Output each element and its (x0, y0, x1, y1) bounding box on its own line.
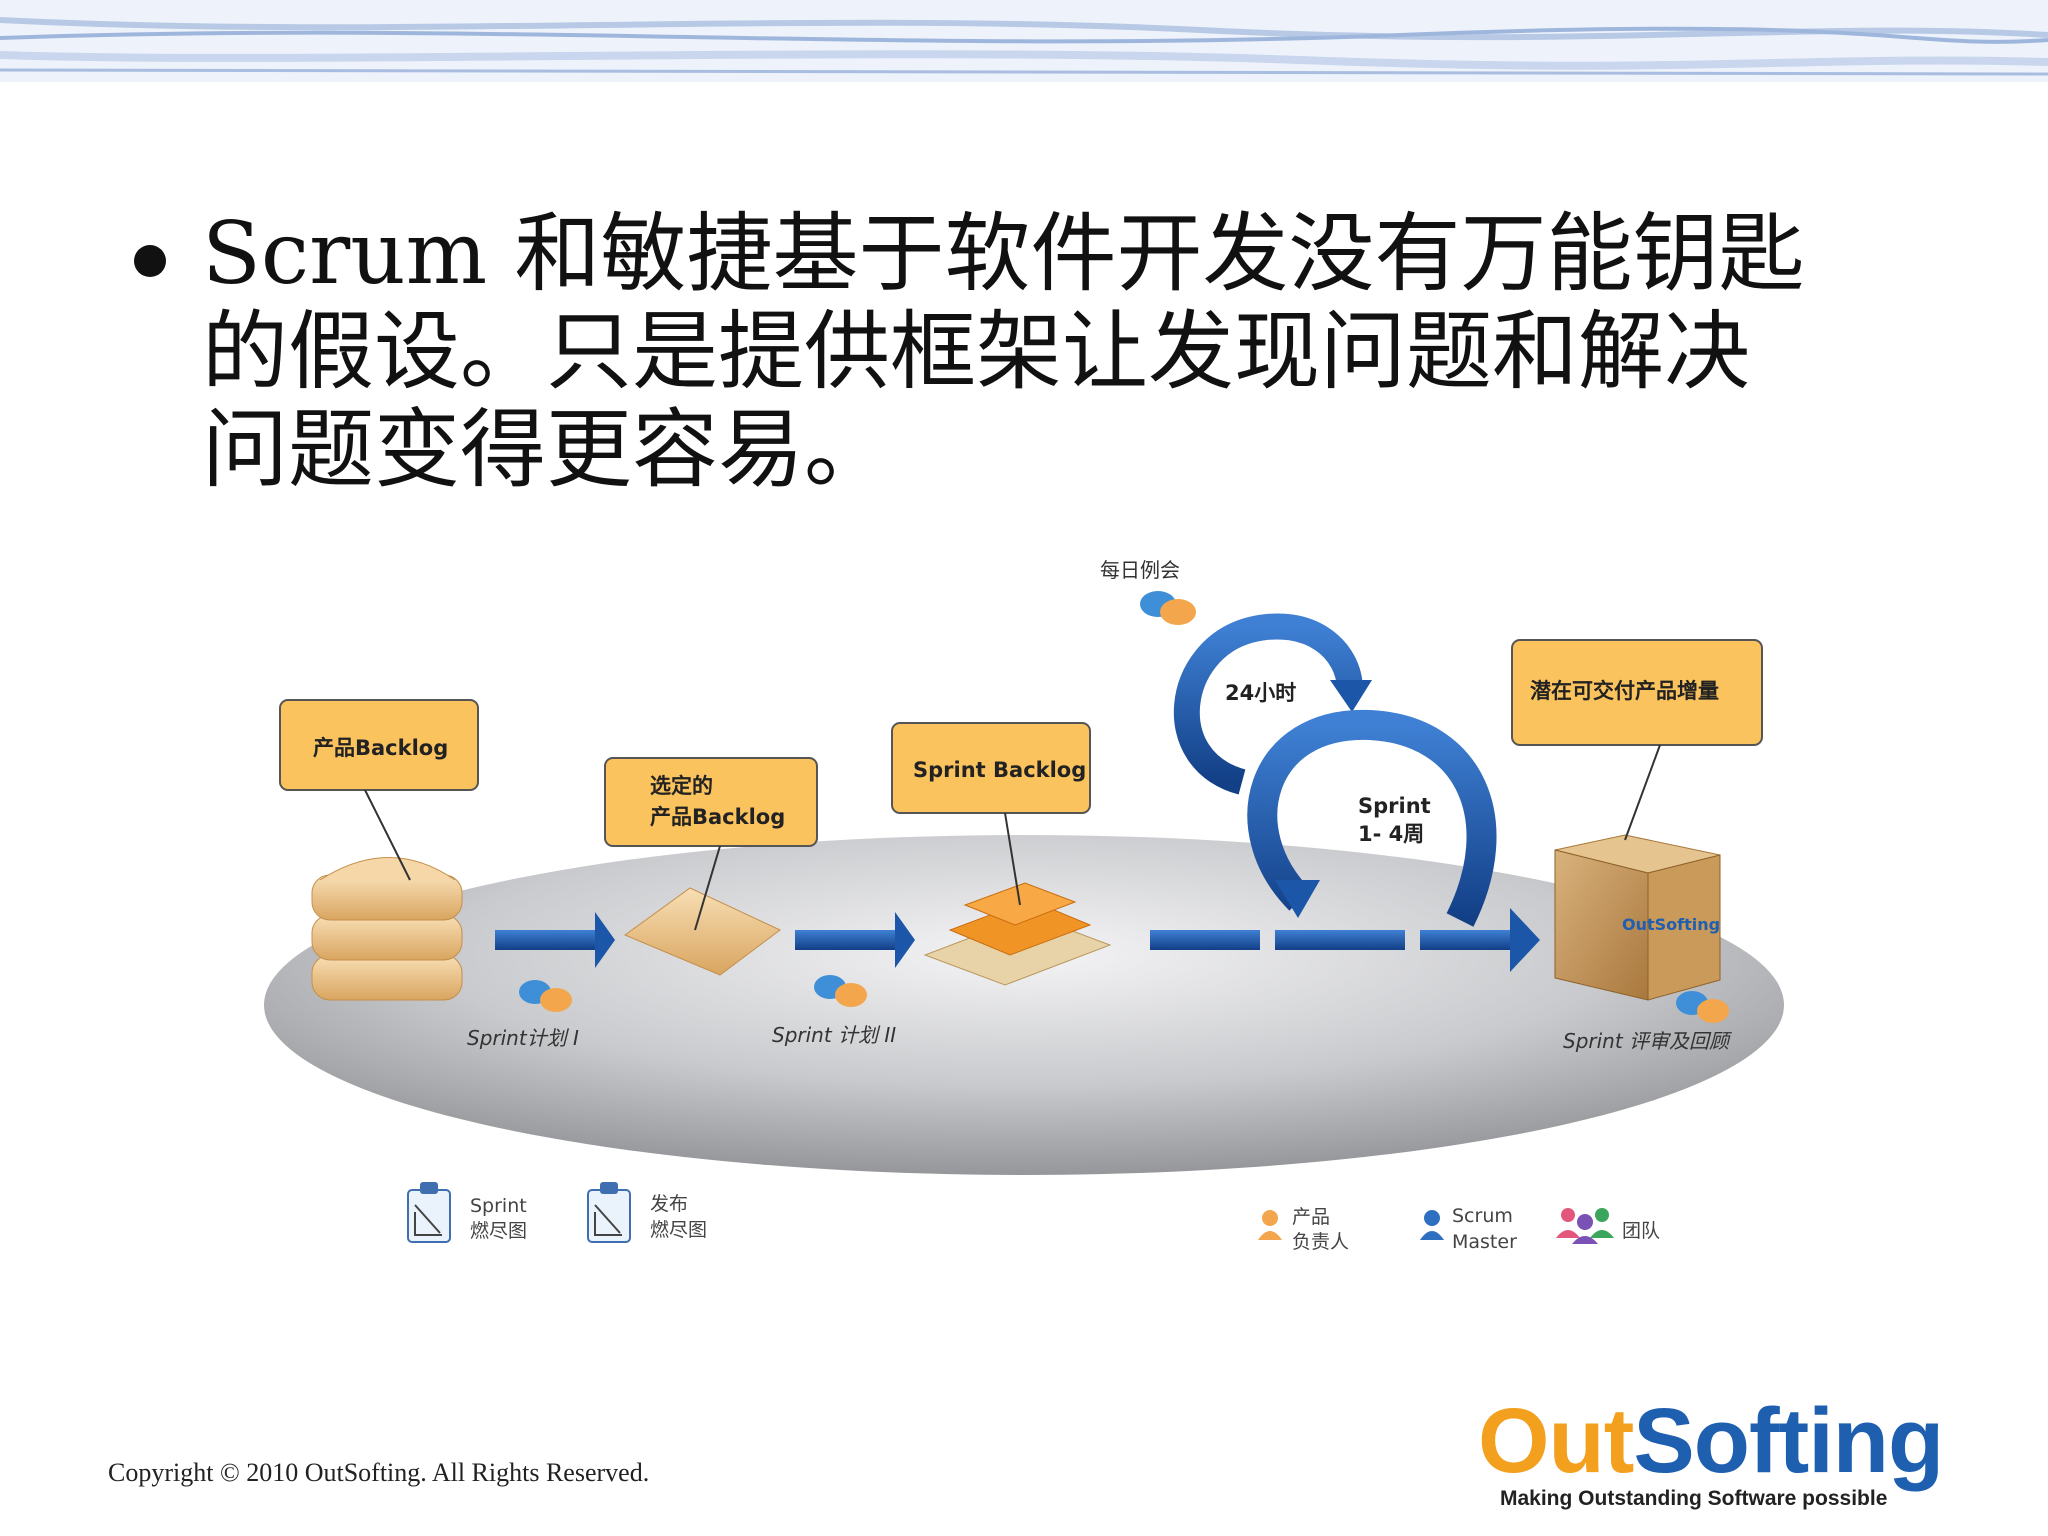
step-planning-2: Sprint 计划 II (772, 1023, 896, 1047)
daily-cycle-arrow (1173, 613, 1372, 795)
callout-selected-text-1: 选定的 (650, 774, 713, 798)
selected-backlog-sack (623, 887, 781, 976)
copyright-notice: Copyright © 2010 OutSofting. All Rights … (108, 1458, 650, 1487)
flow-arrow-1 (495, 912, 615, 968)
callout-product-backlog: 产品Backlog (279, 699, 479, 881)
product-owner-icon (1258, 1210, 1282, 1240)
outsofting-logo: OutSofting Making Outstanding Software p… (1478, 1395, 1948, 1511)
sprint-cycle-arrow (1247, 709, 1497, 927)
callout-sprint-backlog: Sprint Backlog (891, 722, 1091, 906)
legend-scrum-master-2: Master (1452, 1231, 1517, 1253)
callout-selected-text-2: 产品Backlog (650, 805, 785, 829)
release-burndown-icon (587, 1182, 631, 1243)
product-increment-box: OutSofting (1554, 834, 1721, 1001)
legend-product-owner-2: 负责人 (1292, 1231, 1349, 1253)
legend-sprint-burndown-1: Sprint (470, 1195, 527, 1217)
bullet-dot (134, 245, 166, 277)
chat-bubbles-icon (1140, 591, 1196, 625)
bullet-line-3: 问题变得更容易。 (202, 400, 890, 500)
bullet-line-2: 的假设。只是提供框架让发现问题和解决 (202, 302, 1750, 402)
legend-scrum-master-1: Scrum (1452, 1205, 1513, 1227)
logo-tagline: Making Outstanding Software possible (1500, 1487, 1888, 1510)
sprint-backlog-bricks (923, 882, 1112, 986)
bullet-text: Scrum 和敏捷基于软件开发没有万能钥匙 的假设。只是提供框架让发现问题和解决… (202, 205, 1930, 499)
bullet-line-1: Scrum 和敏捷基于软件开发没有万能钥匙 (202, 204, 1805, 304)
callout-sprint-backlog-text: Sprint Backlog (913, 758, 1086, 782)
process-platform (264, 835, 1784, 1175)
callout-increment-text: 潜在可交付产品增量 (1530, 679, 1719, 703)
legend-release-burndown-2: 燃尽图 (650, 1219, 707, 1241)
header-wave-band (0, 0, 2048, 82)
meeting-icon-review (1676, 991, 1729, 1023)
logo-softing-text: Softing (1633, 1390, 1944, 1492)
callout-increment: 潜在可交付产品增量 (1511, 639, 1763, 841)
step-review: Sprint 评审及回顾 (1563, 1029, 1732, 1053)
box-brand-label: OutSofting (1622, 915, 1720, 934)
logo-out-text: Out (1478, 1390, 1634, 1492)
flow-arrow-3 (1150, 908, 1540, 972)
legend-release-burndown-1: 发布 (650, 1193, 688, 1215)
callout-product-backlog-text: 产品Backlog (313, 736, 448, 760)
sprint-burndown-icon (407, 1182, 451, 1243)
meeting-icon-planning-1 (519, 980, 572, 1012)
scrum-process-diagram: 每日例会 24小时 Sprint 1- 4周 (264, 558, 1784, 1253)
team-icon (1556, 1208, 1614, 1244)
step-planning-1: Sprint计划 I (467, 1026, 579, 1050)
logo-wordmark: OutSofting (1478, 1395, 1948, 1487)
bullet-point: Scrum 和敏捷基于软件开发没有万能钥匙 的假设。只是提供框架让发现问题和解决… (130, 205, 1930, 499)
product-backlog-sacks (311, 857, 463, 1001)
cycle-24h-label: 24小时 (1225, 681, 1296, 705)
callout-selected-backlog: 选定的 产品Backlog (604, 757, 818, 931)
flow-arrow-2 (795, 912, 915, 968)
sprint-cycle-label-1: Sprint (1358, 794, 1431, 818)
sprint-cycle-label-2: 1- 4周 (1358, 822, 1424, 846)
scrum-master-icon (1420, 1210, 1444, 1240)
legend-sprint-burndown-2: 燃尽图 (470, 1220, 527, 1242)
legend-product-owner-1: 产品 (1292, 1206, 1330, 1228)
legend-team: 团队 (1622, 1220, 1660, 1242)
meeting-icon-planning-2 (814, 975, 867, 1007)
daily-meeting-label: 每日例会 (1100, 558, 1180, 582)
